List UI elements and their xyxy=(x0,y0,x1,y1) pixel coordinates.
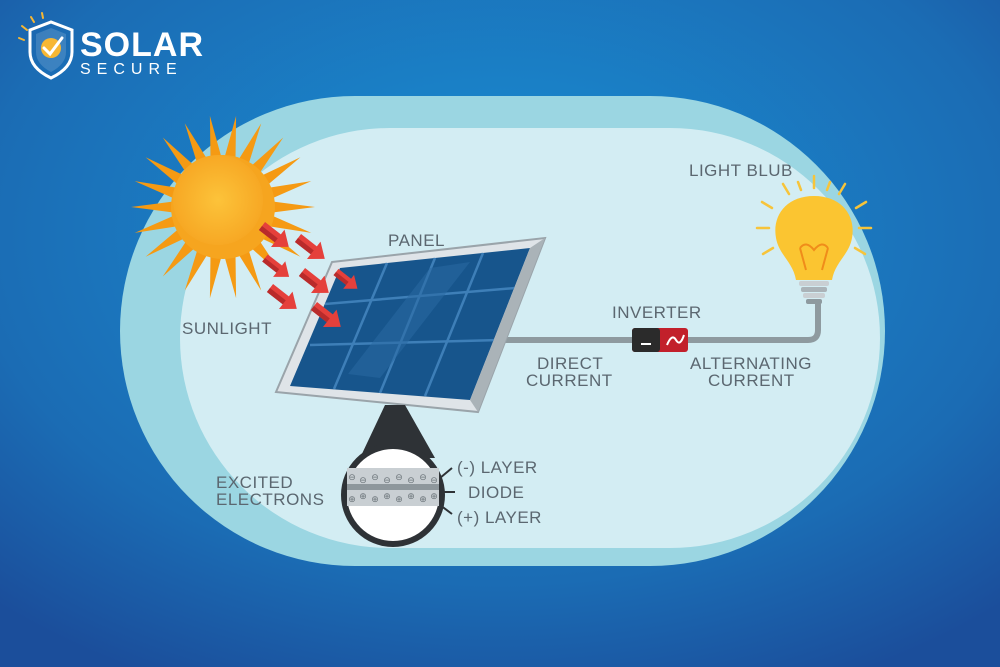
brand-name-top: SOLAR xyxy=(80,26,204,64)
sunlight-arrow xyxy=(310,302,341,327)
sunlight-arrows xyxy=(258,222,358,327)
sun-ray xyxy=(162,137,197,175)
light-bulb-icon xyxy=(755,174,873,304)
alternating-current-label-line2: CURRENT xyxy=(708,371,795,390)
svg-text:⊖: ⊖ xyxy=(407,476,415,486)
svg-text:⊕: ⊕ xyxy=(371,495,379,505)
direct-current-label-line1: DIRECT xyxy=(537,354,604,373)
alternating-current-label-line1: ALTERNATING xyxy=(690,354,812,373)
svg-text:⊕: ⊕ xyxy=(348,495,356,505)
svg-text:⊕: ⊕ xyxy=(359,492,367,502)
svg-text:⊕: ⊕ xyxy=(430,492,438,502)
sun-ray xyxy=(134,181,179,200)
sun-ray xyxy=(249,137,284,175)
svg-text:⊖: ⊖ xyxy=(395,473,403,483)
sun-ray xyxy=(145,157,187,187)
svg-text:⊖: ⊖ xyxy=(419,473,427,483)
svg-text:⊖: ⊖ xyxy=(371,473,379,483)
logo-shield-icon xyxy=(18,12,74,80)
sun-ray xyxy=(237,247,262,291)
sunlight-arrow xyxy=(262,254,290,277)
sun-ray xyxy=(224,115,237,161)
svg-text:⊖: ⊖ xyxy=(430,476,438,486)
svg-text:⊕: ⊕ xyxy=(383,492,391,502)
svg-text:⊕: ⊕ xyxy=(395,495,403,505)
panel-label: PANEL xyxy=(388,231,445,250)
excited-electrons-label-line1: EXCITED xyxy=(216,473,294,492)
sunlight-arrow xyxy=(258,222,289,247)
sun-ray xyxy=(134,214,179,233)
negative-layer-label: (-) LAYER xyxy=(457,458,538,477)
sun-icon xyxy=(131,115,315,299)
magnifier-callout: ⊖⊖⊖ ⊖⊖⊖ ⊖⊖ ⊕⊕⊕ ⊕⊕⊕ ⊕⊕ xyxy=(341,405,455,547)
sunlight-arrow xyxy=(298,268,329,293)
sun-ray xyxy=(209,253,222,299)
inverter-label: INVERTER xyxy=(612,303,702,322)
excited-electrons-label-line2: ELECTRONS xyxy=(216,490,325,509)
sunlight-label: SUNLIGHT xyxy=(182,319,272,338)
sun-ray xyxy=(209,115,222,161)
diode-label: DIODE xyxy=(468,483,525,502)
sun-ray xyxy=(184,123,209,167)
positive-layer-label: (+) LAYER xyxy=(457,508,542,527)
inverter-icon xyxy=(632,328,688,352)
sun-ray xyxy=(162,239,197,277)
brand-name-bottom: SECURE xyxy=(80,61,183,78)
sun-ray xyxy=(237,123,262,167)
svg-text:⊕: ⊕ xyxy=(407,492,415,502)
ac-wire xyxy=(686,300,821,343)
svg-text:⊖: ⊖ xyxy=(348,473,356,483)
direct-current-label-line2: CURRENT xyxy=(526,371,613,390)
sun-ray xyxy=(131,201,176,213)
svg-text:⊖: ⊖ xyxy=(383,476,391,486)
sunlight-arrow xyxy=(333,268,358,289)
sun-ray xyxy=(267,181,312,200)
light-bulb-label: LIGHT BLUB xyxy=(689,161,793,180)
sun-ray xyxy=(224,253,237,299)
svg-text:⊖: ⊖ xyxy=(359,476,367,486)
svg-text:⊕: ⊕ xyxy=(419,495,427,505)
sun-ray xyxy=(259,157,301,187)
sun-ray xyxy=(145,227,187,257)
sunlight-arrow xyxy=(266,284,297,309)
sun-ray xyxy=(270,201,315,213)
sun-ray xyxy=(267,214,312,233)
sun-ray xyxy=(184,247,209,291)
sunlight-arrow xyxy=(294,234,325,259)
